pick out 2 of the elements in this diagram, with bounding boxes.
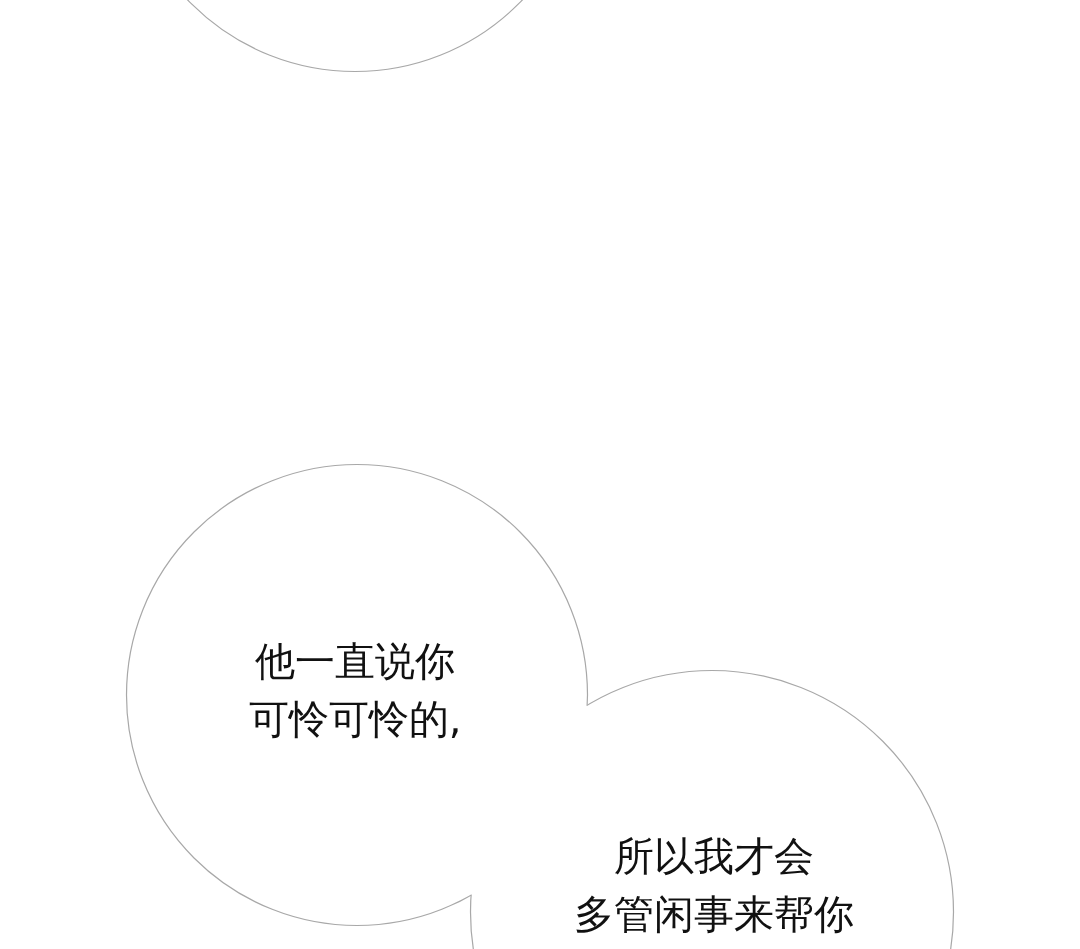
speech-text: 他一直说你可怜可怜的, bbox=[248, 637, 462, 744]
speech-text: 所以我才会多管闲事来帮你 bbox=[574, 832, 854, 939]
